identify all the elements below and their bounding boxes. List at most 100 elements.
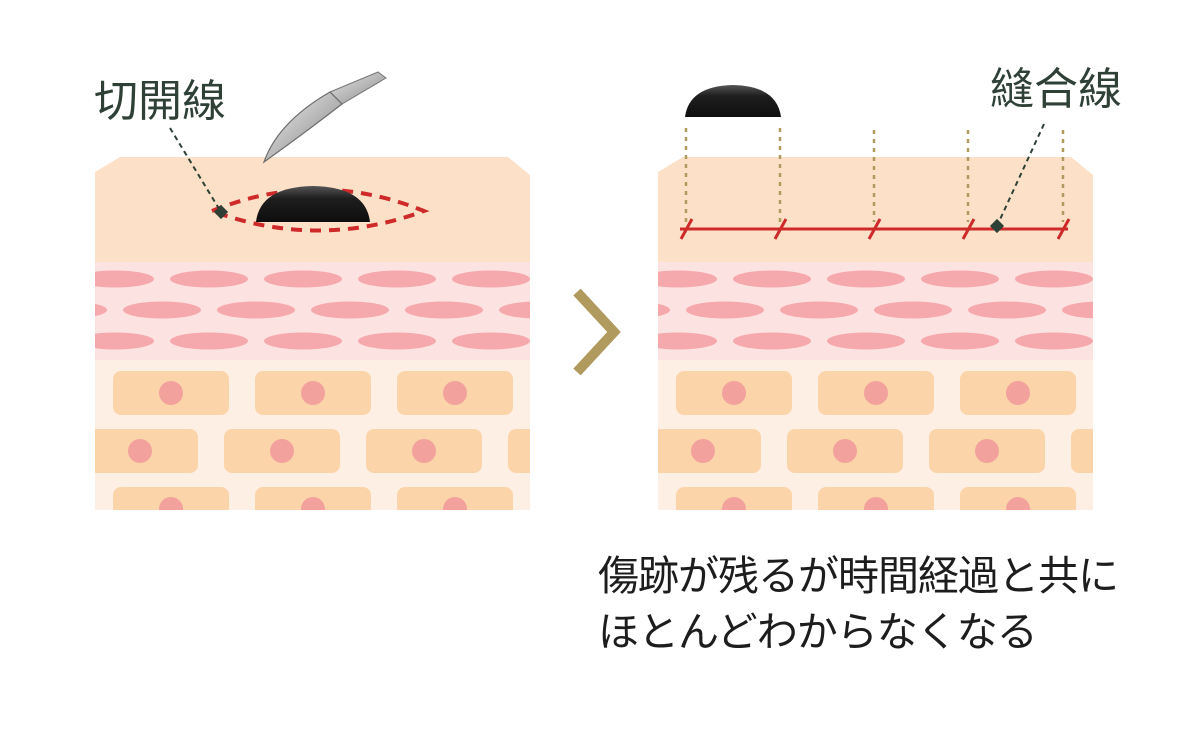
suture-stitch: [773, 218, 788, 240]
dermis-cell: [0, 271, 60, 288]
dermis-cell: [452, 332, 530, 350]
dermis-cell: [968, 301, 1046, 319]
lesion-removed: [685, 85, 781, 117]
fat-cell-nucleus: [975, 439, 999, 463]
fat-cell: [539, 487, 655, 531]
dermis-cell: [170, 332, 248, 350]
dermis-cell: [358, 332, 436, 350]
epidermis-layer: [658, 157, 1093, 262]
suture-label: 縫合線: [990, 64, 1122, 115]
fat-cell-nucleus: [691, 439, 715, 463]
before-panel: [0, 157, 655, 531]
fat-cell-nucleus: [722, 381, 746, 405]
lesion-left: [256, 186, 370, 222]
dermis-cells: [0, 270, 530, 350]
suture-leader: [996, 123, 1045, 227]
dermis-cell: [780, 301, 858, 319]
fat-cell-nucleus: [159, 381, 183, 405]
fat-cell-nucleus: [0, 439, 10, 463]
caption: 傷跡が残るが時間経過と共に ほとんどわからなくなる: [598, 548, 1198, 660]
fat-cell-nucleus: [270, 439, 294, 463]
dermis-cell: [545, 271, 623, 288]
suture-stitch: [867, 218, 882, 240]
fat-cell-nucleus: [1006, 497, 1030, 510]
fat-cell: [1071, 429, 1093, 473]
dermis-cell: [1015, 270, 1093, 288]
suture-guide-lines: [684, 128, 1065, 222]
dermis-cell: [170, 270, 248, 288]
suture-line: [679, 218, 1071, 240]
dermis-cell: [123, 301, 201, 319]
caption-line-2: ほとんどわからなくなる: [598, 608, 1038, 656]
fat-cell-nucleus: [412, 439, 436, 463]
dermis-cells: [545, 270, 1093, 350]
fat-cell-nucleus: [443, 497, 467, 510]
dermis-cell: [1015, 332, 1093, 350]
suture-stitch: [1056, 218, 1071, 240]
fat-cell-nucleus: [17, 381, 41, 405]
dermis-cell: [827, 332, 905, 350]
dermis-cell: [358, 270, 436, 288]
dermis-cell: [499, 301, 530, 319]
fat-cell: [1102, 371, 1201, 415]
fat-cell: [0, 429, 56, 473]
dermis-cell: [95, 332, 154, 350]
dermis-cell: [217, 301, 295, 319]
fat-cell: [1102, 487, 1201, 531]
incision-leader: [169, 127, 222, 213]
caption-line-1: 傷跡が残るが時間経過と共に: [598, 552, 1119, 600]
scalpel-icon: [262, 71, 387, 164]
fat-cell: [534, 371, 650, 415]
fat-cell-nucleus: [1117, 439, 1141, 463]
fat-cell: [0, 487, 87, 531]
fat-cell-nucleus: [301, 381, 325, 405]
dermis-cell: [1062, 301, 1093, 319]
fat-cell-nucleus: [17, 497, 41, 521]
dermis-cell: [658, 332, 717, 350]
fat-cell-nucleus: [554, 439, 578, 463]
fat-cell-nucleus: [301, 497, 325, 510]
chevron-right-icon: [573, 288, 621, 376]
fat-cell-nucleus: [549, 439, 573, 463]
fat-cell-nucleus: [585, 497, 609, 521]
dermis-cell: [658, 270, 717, 288]
after-panel: [534, 157, 1201, 531]
fat-cell: [0, 371, 87, 415]
dermis-cell: [733, 332, 811, 350]
fat-cell-nucleus: [722, 497, 746, 510]
dermis-cell: [921, 270, 999, 288]
dermis-cell: [95, 303, 107, 317]
dermis-cell: [452, 270, 530, 288]
dermis-cell: [95, 270, 154, 288]
fat-cell-nucleus: [580, 497, 604, 521]
dermis-cell: [874, 301, 952, 319]
fat-cell-nucleus: [864, 497, 888, 510]
fat-cell-nucleus: [159, 497, 183, 510]
fat-cell-nucleus: [128, 439, 152, 463]
incision-label: 切開線: [94, 76, 226, 127]
dermis-cell: [405, 301, 483, 319]
fat-cell-nucleus: [1148, 381, 1172, 405]
fat-cells: [0, 371, 655, 531]
fat-cell-nucleus: [580, 381, 604, 405]
dermis-cell: [264, 332, 342, 350]
dermis-cell: [686, 301, 764, 319]
dermis-cell: [733, 270, 811, 288]
suture-stitch: [679, 218, 694, 240]
suture-leader-marker: [989, 218, 1005, 234]
dermis-cell: [264, 270, 342, 288]
fat-cells: [534, 371, 1201, 531]
fat-cell-nucleus: [1148, 497, 1172, 521]
fat-cell-nucleus: [864, 381, 888, 405]
fat-cell-nucleus: [833, 439, 857, 463]
fat-cell-nucleus: [1006, 381, 1030, 405]
fat-cell: [508, 429, 530, 473]
incision-outline: [206, 187, 430, 233]
dermis-cell: [827, 270, 905, 288]
dermis-cell: [658, 303, 670, 317]
fat-cell-nucleus: [585, 381, 609, 405]
dermis-cell: [0, 333, 60, 350]
fat-cell: [534, 487, 650, 531]
fat-cell: [539, 371, 655, 415]
